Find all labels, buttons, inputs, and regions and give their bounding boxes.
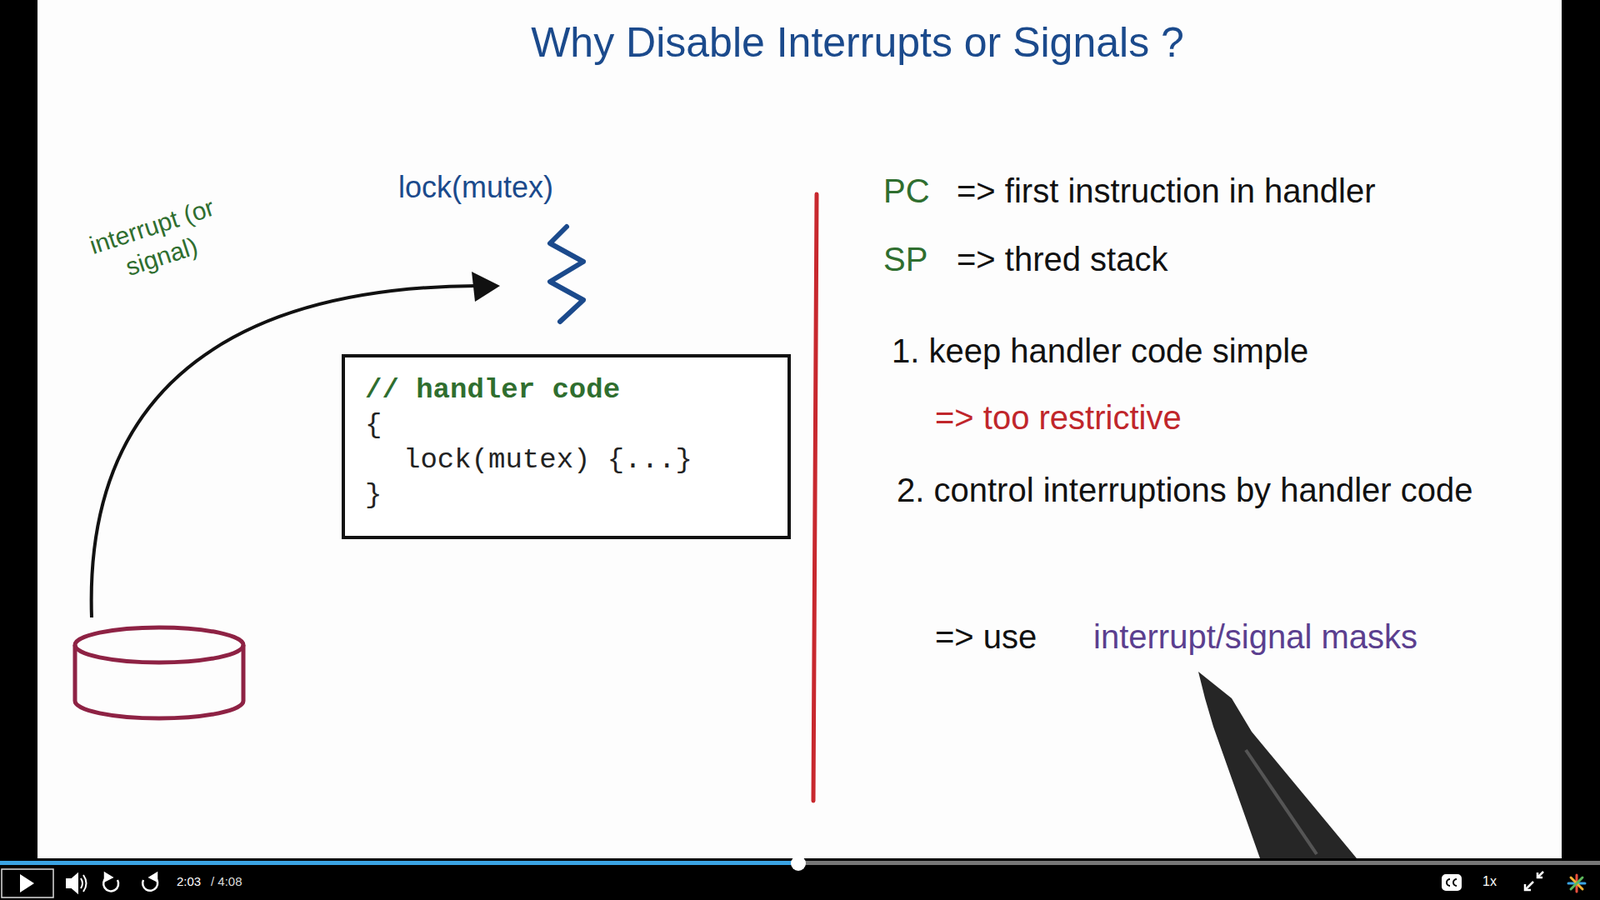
pen-illustration — [1198, 671, 1357, 859]
progress-fill — [0, 860, 799, 865]
side-panel — [1561, 0, 1600, 860]
play-button — [1, 869, 54, 898]
divider-line — [813, 194, 817, 801]
code-box: // handler code{lock(mutex) {...}} — [341, 354, 791, 540]
code-comment: // handler code — [365, 372, 768, 408]
forward-icon — [142, 873, 158, 891]
register-name: SP — [883, 239, 928, 280]
note: 2. control interruptions by handler code — [896, 456, 1477, 524]
lock-label: lock(mutex) — [398, 169, 554, 205]
code-line: lock(mutex) {...} — [403, 442, 768, 478]
note: => first instruction in handler — [956, 170, 1375, 211]
code-line: } — [365, 477, 768, 513]
note: interrupt/signal masks — [1093, 616, 1418, 657]
time-label: 2:03 — [176, 874, 201, 890]
interrupt-label: interrupt (or signal) — [67, 185, 245, 297]
volume-icon — [66, 874, 87, 893]
player-logo — [1568, 875, 1585, 892]
rewind-icon — [103, 873, 119, 891]
note: 1. keep handler code simple — [891, 330, 1309, 371]
note: => thred stack — [956, 239, 1168, 280]
register-name: PC — [883, 170, 930, 211]
disk-symbol — [75, 627, 244, 719]
title: Why Disable Interrupts or Signals ? — [530, 18, 1185, 67]
play-icon — [20, 874, 35, 893]
side-panel — [0, 0, 38, 860]
note: => too restrictive — [935, 397, 1182, 438]
fullscreen-icon — [1525, 871, 1544, 890]
time-label: / 4:08 — [210, 874, 243, 890]
progress-knob — [790, 855, 806, 871]
note: => use — [935, 616, 1037, 657]
captions-icon — [1442, 875, 1461, 890]
arrow-head — [471, 271, 500, 302]
thread-squiggle — [550, 226, 584, 322]
speed-label: 1x — [1482, 873, 1497, 890]
code-line: { — [365, 407, 768, 443]
